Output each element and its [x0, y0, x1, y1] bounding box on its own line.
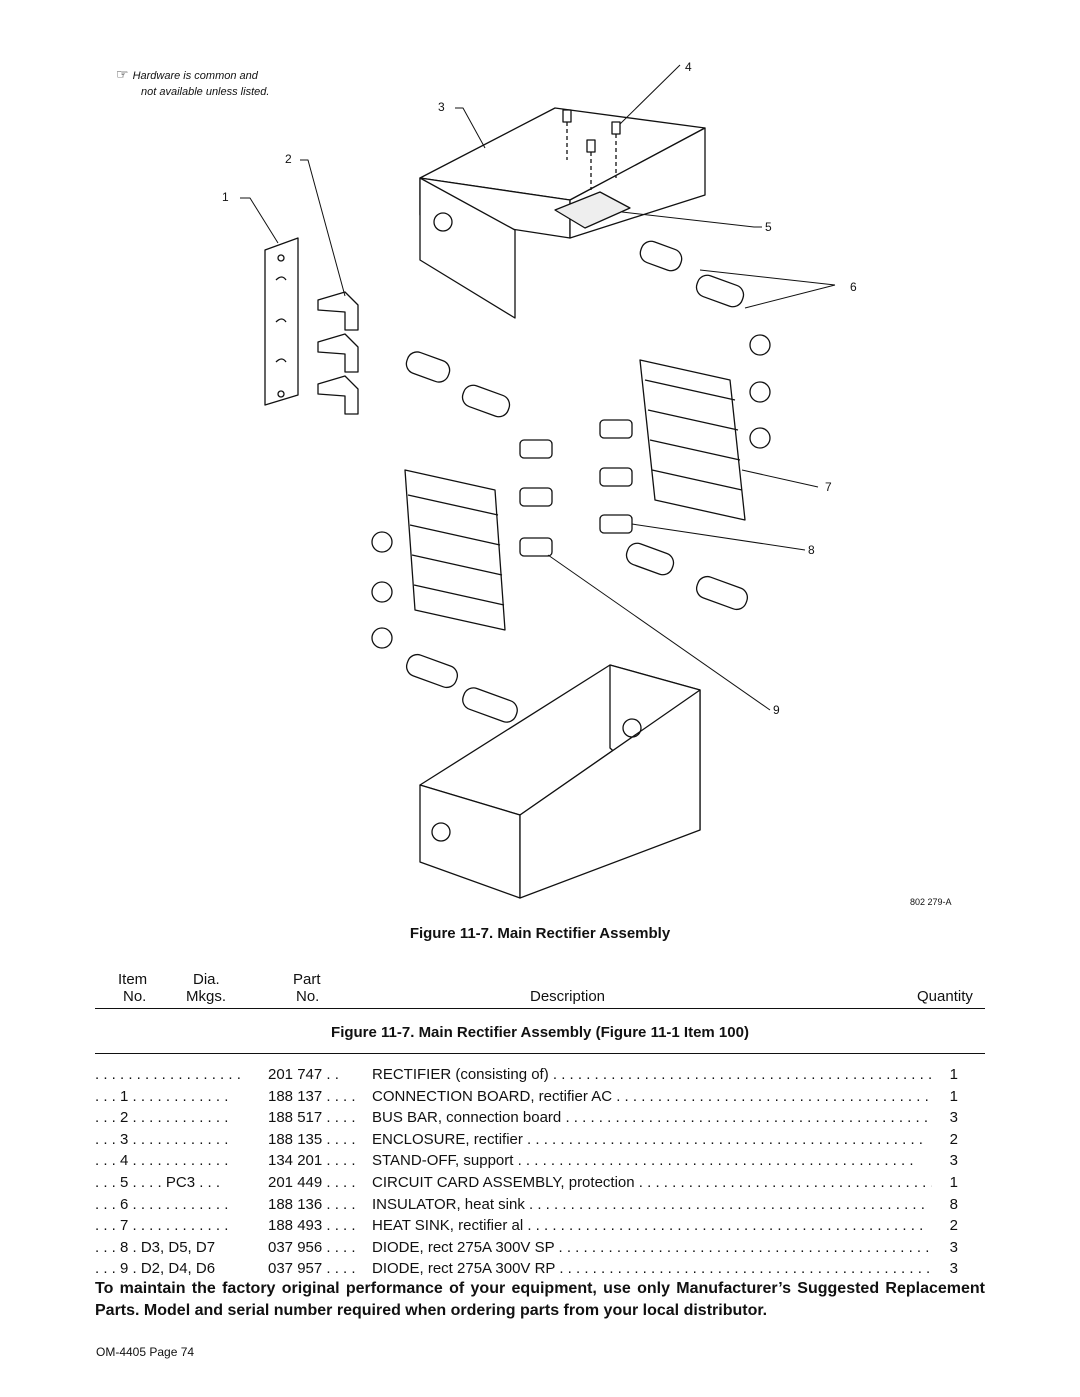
part-cell: 201 747 . . — [268, 1066, 339, 1083]
insulators-drawing — [405, 240, 749, 723]
description-cell: CONNECTION BOARD, rectifier AC . . . . .… — [372, 1087, 932, 1105]
callout-4: 4 — [685, 60, 692, 74]
description-text: CIRCUIT CARD ASSEMBLY, protection — [372, 1174, 635, 1191]
description-text: ENCLOSURE, rectifier — [372, 1130, 523, 1148]
header-part-2: No. — [296, 988, 320, 1005]
header-rule — [95, 1008, 985, 1009]
note-line-2: not available unless listed. — [141, 86, 270, 98]
description-text: CONNECTION BOARD, rectifier AC — [372, 1087, 613, 1105]
header-dia-1: Dia. — [193, 971, 220, 988]
table-row: . . . 4 . . . . . . . . . . . . 134 201 … — [95, 1152, 985, 1173]
quantity-cell: 1 — [949, 1066, 958, 1083]
header-item-1: Item — [118, 971, 148, 988]
table-row: . . . 7 . . . . . . . . . . . . 188 493 … — [95, 1217, 985, 1238]
callout-8: 8 — [808, 543, 815, 557]
quantity-cell: 3 — [949, 1152, 958, 1170]
table-row: . . . . . . . . . . . . . . . . . . 201 … — [95, 1066, 985, 1087]
description-text: HEAT SINK, rectifier al — [372, 1217, 524, 1235]
description-cell: STAND-OFF, support . . . . . . . . . . .… — [372, 1152, 914, 1170]
description-text: INSULATOR, heat sink — [372, 1195, 525, 1213]
bus-bars-drawing — [317, 291, 359, 415]
item-cell: . . . 7 . . . . . . . . . . . . — [95, 1217, 229, 1235]
pointing-hand-icon: ☞ — [116, 66, 129, 82]
table-row: . . . 3 . . . . . . . . . . . . 188 135 … — [95, 1131, 985, 1152]
table-row: . . . 6 . . . . . . . . . . . . 188 136 … — [95, 1196, 985, 1217]
item-cell: . . . . . . . . . . . . . . . . . . — [95, 1066, 241, 1083]
table-subtitle: Figure 11-7. Main Rectifier Assembly (Fi… — [331, 1024, 749, 1041]
callout-3: 3 — [438, 100, 445, 114]
item-cell: . . . 9 . D2, D4, D6 — [95, 1260, 216, 1278]
description-cell: BUS BAR, connection board . . . . . . . … — [372, 1109, 932, 1127]
part-cell: 188 137 . . . . — [268, 1087, 356, 1105]
rectifier-exploded-drawing — [240, 64, 836, 899]
description-cell: CIRCUIT CARD ASSEMBLY, protection . . . … — [372, 1174, 932, 1191]
item-cell: . . . 3 . . . . . . . . . . . . — [95, 1130, 229, 1148]
description-text: DIODE, rect 275A 300V RP — [372, 1260, 556, 1278]
header-item-2: No. — [123, 988, 147, 1005]
description-cell: ENCLOSURE, rectifier . . . . . . . . . .… — [372, 1130, 923, 1148]
heat-sinks-drawing — [404, 359, 746, 631]
item-cell: . . . 6 . . . . . . . . . . . . — [95, 1195, 229, 1213]
description-text: DIODE, rect 275A 300V SP — [372, 1238, 555, 1256]
exploded-view-figure: ☞Hardware is common and not available un… — [116, 60, 952, 907]
description-cell: HEAT SINK, rectifier al . . . . . . . . … — [372, 1217, 924, 1235]
header-quantity: Quantity — [917, 988, 973, 1005]
item-cell: . . . 4 . . . . . . . . . . . . — [95, 1152, 229, 1170]
item-cell: . . . 8 . D3, D5, D7 — [95, 1238, 216, 1256]
part-cell: 188 136 . . . . — [268, 1195, 356, 1213]
callout-1: 1 — [222, 190, 229, 204]
description-cell: INSULATOR, heat sink . . . . . . . . . .… — [372, 1195, 925, 1213]
description-text: STAND-OFF, support — [372, 1152, 514, 1170]
quantity-cell: 3 — [949, 1238, 958, 1256]
table-row: . . . 9 . D2, D4, D6 037 957 . . . . DIO… — [95, 1260, 985, 1281]
figure-caption: Figure 11-7. Main Rectifier Assembly — [409, 925, 671, 942]
callout-7: 7 — [825, 480, 832, 494]
callout-9: 9 — [773, 703, 780, 717]
hardware-note: ☞Hardware is common and not available un… — [116, 66, 269, 100]
part-cell: 188 493 . . . . — [268, 1217, 356, 1235]
table-row: . . . 8 . D3, D5, D7 037 956 . . . . DIO… — [95, 1239, 985, 1260]
item-cell: . . . 1 . . . . . . . . . . . . — [95, 1087, 229, 1105]
item-cell: . . . 5 . . . . PC3 . . . — [95, 1174, 221, 1191]
table-row: . . . 2 . . . . . . . . . . . . 188 517 … — [95, 1109, 985, 1130]
part-cell: 201 449 . . . . — [268, 1174, 356, 1191]
drawing-number: 802 279-A — [910, 897, 952, 907]
replacement-parts-note: To maintain the factory original perform… — [95, 1280, 985, 1319]
description-text: RECTIFIER (consisting of) — [372, 1066, 549, 1083]
header-part-1: Part — [293, 971, 321, 988]
callout-5: 5 — [765, 220, 772, 234]
quantity-cell: 1 — [949, 1087, 958, 1105]
description-cell: DIODE, rect 275A 300V SP . . . . . . . .… — [372, 1238, 932, 1256]
description-cell: DIODE, rect 275A 300V RP . . . . . . . .… — [372, 1260, 932, 1278]
description-cell: RECTIFIER (consisting of) . . . . . . . … — [372, 1066, 932, 1083]
table-row: . . . 1 . . . . . . . . . . . . 188 137 … — [95, 1088, 985, 1109]
part-cell: 188 517 . . . . — [268, 1109, 356, 1127]
note-line-1: Hardware is common and — [132, 70, 258, 82]
quantity-cell: 8 — [949, 1195, 958, 1213]
description-text: BUS BAR, connection board — [372, 1109, 562, 1127]
quantity-cell: 2 — [949, 1130, 958, 1148]
diodes-drawing — [519, 419, 633, 557]
callout-6: 6 — [850, 280, 857, 294]
quantity-cell: 3 — [949, 1109, 958, 1127]
nuts-drawing — [371, 334, 771, 649]
quantity-cell: 3 — [949, 1260, 958, 1278]
callout-2: 2 — [285, 152, 292, 166]
subtitle-rule — [95, 1053, 985, 1054]
item-cell: . . . 2 . . . . . . . . . . . . — [95, 1109, 229, 1127]
header-description: Description — [530, 988, 606, 1005]
part-cell: 134 201 . . . . — [268, 1152, 356, 1170]
top-enclosure-drawing — [419, 107, 706, 319]
part-cell: 037 957 . . . . — [268, 1260, 356, 1278]
quantity-cell: 1 — [949, 1174, 958, 1191]
header-dia-2: Mkgs. — [186, 988, 227, 1005]
bottom-enclosure-drawing — [419, 664, 701, 899]
part-cell: 037 956 . . . . — [268, 1238, 356, 1256]
connection-board-drawing — [264, 237, 299, 406]
callout-leaders — [240, 64, 836, 711]
page-number: OM-4405 Page 74 — [96, 1345, 195, 1359]
table-row: . . . 5 . . . . PC3 . . . 201 449 . . . … — [95, 1174, 985, 1195]
quantity-cell: 2 — [949, 1217, 958, 1235]
part-cell: 188 135 . . . . — [268, 1130, 356, 1148]
